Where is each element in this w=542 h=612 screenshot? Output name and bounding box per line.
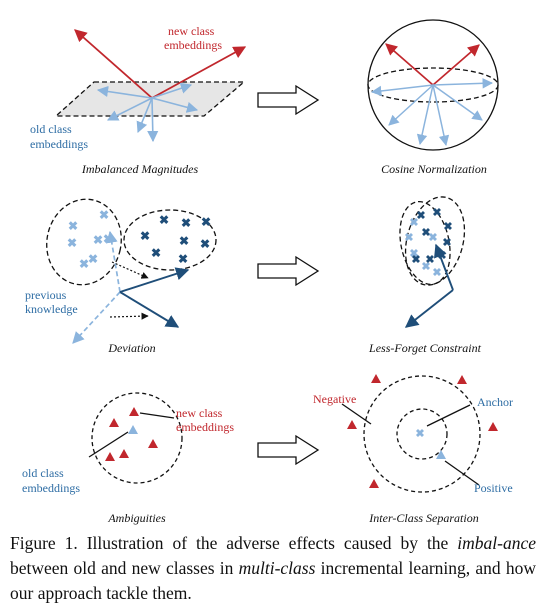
- old-class-label-line1: old class: [30, 122, 72, 136]
- old-class-arrows: [96, 82, 199, 143]
- old-class-sample: [128, 425, 138, 434]
- svg-text:✖: ✖: [93, 233, 103, 247]
- panel-title-ambiguities: Ambiguities: [107, 511, 166, 525]
- deviated-arrows: [119, 267, 190, 328]
- normalized-old-arrows: [370, 78, 494, 147]
- svg-text:✖: ✖: [421, 261, 430, 273]
- svg-text:✖: ✖: [159, 213, 169, 227]
- negative-samples: [347, 374, 498, 488]
- positive-label: Positive: [474, 481, 513, 495]
- panel-less-forget: ✖✖✖ ✖✖✖ ✖✖✖ ✖✖✖ ✖✖ Less-Forget Constrain…: [368, 196, 482, 355]
- caption-middle: between old and new classes in: [10, 558, 239, 578]
- svg-text:✖: ✖: [428, 232, 437, 244]
- svg-text:✖: ✖: [432, 207, 441, 219]
- svg-text:✖: ✖: [411, 254, 420, 266]
- transition-arrow-3: [257, 434, 320, 466]
- svg-text:✖: ✖: [404, 232, 413, 244]
- panel-title-separation: Inter-Class Separation: [368, 511, 478, 525]
- caption-prefix: Figure 1. Illustration of the adverse ef…: [10, 533, 458, 553]
- svg-text:✖: ✖: [200, 237, 210, 251]
- svg-text:✖: ✖: [432, 267, 441, 279]
- new-cluster-boundary: [404, 196, 466, 286]
- panel-deviation: ✖✖✖ ✖✖✖ ✖ ✖✖✖ ✖✖✖ ✖✖ previous knowledge …: [25, 198, 217, 355]
- normalized-new-arrows: [385, 43, 480, 86]
- svg-text:✖: ✖: [181, 216, 191, 230]
- panel-cosine-normalization: Cosine Normalization: [367, 19, 499, 176]
- new-cluster-boundary: [123, 209, 217, 271]
- panel-title-less-forget: Less-Forget Constraint: [368, 341, 482, 355]
- caption-emphasis-imbalance: imbal-ance: [457, 533, 536, 553]
- svg-text:✖: ✖: [88, 252, 98, 266]
- old-class-label-line2: embeddings: [30, 137, 88, 151]
- new-class-label-line2: embeddings: [164, 38, 222, 52]
- old-class-label-line2: embeddings: [22, 481, 80, 495]
- panel-title-cosine: Cosine Normalization: [381, 162, 487, 176]
- transition-arrow-1: [257, 84, 320, 116]
- svg-text:✖: ✖: [179, 234, 189, 248]
- svg-text:✖: ✖: [67, 236, 77, 250]
- svg-text:✖: ✖: [409, 248, 418, 260]
- anchor-sample: ✖: [415, 428, 424, 440]
- previous-label-line1: previous: [25, 288, 67, 302]
- panel-ambiguities: new class embeddings old class embedding…: [22, 392, 234, 525]
- ambiguity-region: [91, 392, 183, 484]
- transition-arrow-2: [257, 255, 320, 287]
- inner-margin: [396, 408, 448, 460]
- figure-diagram: new class embeddings old class embedding…: [22, 19, 513, 525]
- svg-text:✖: ✖: [68, 219, 78, 233]
- pointer-lines: [341, 403, 480, 486]
- old-cluster-boundary: [399, 200, 451, 286]
- panel-title-deviation: Deviation: [107, 341, 155, 355]
- old-cluster-boundary: [46, 198, 122, 286]
- new-class-label-line2: embeddings: [176, 420, 234, 434]
- new-class-label-line1: new class: [176, 406, 223, 420]
- figure-caption: Figure 1. Illustration of the adverse ef…: [10, 531, 536, 606]
- old-samples: ✖✖✖ ✖✖✖: [404, 217, 441, 279]
- panel-imbalanced-magnitudes: new class embeddings old class embedding…: [30, 24, 247, 176]
- sphere-equator: [367, 67, 499, 103]
- anchor-label: Anchor: [477, 395, 513, 409]
- pointer-lines: [88, 412, 175, 458]
- old-samples: ✖✖✖ ✖✖✖ ✖: [67, 208, 113, 271]
- deviation-indicators: [109, 261, 149, 320]
- previous-knowledge-arrows: [72, 230, 121, 344]
- svg-text:✖: ✖: [178, 252, 188, 266]
- svg-text:✖: ✖: [201, 215, 211, 229]
- svg-text:✖: ✖: [421, 227, 430, 239]
- svg-text:✖: ✖: [140, 229, 150, 243]
- svg-text:✖: ✖: [425, 254, 434, 266]
- previous-label-line2: knowledge: [25, 302, 78, 316]
- constrained-arrows: [404, 243, 454, 328]
- new-samples: ✖✖✖ ✖✖✖ ✖✖: [140, 213, 211, 266]
- caption-emphasis-multiclass: multi-class: [238, 558, 316, 578]
- svg-text:✖: ✖: [79, 257, 89, 271]
- panel-inter-class-separation: ✖ Negative Anchor Positive Inter-Class S…: [313, 374, 513, 525]
- svg-text:✖: ✖: [99, 208, 109, 222]
- negative-label: Negative: [313, 392, 356, 406]
- old-class-label-line1: old class: [22, 466, 64, 480]
- new-class-samples: [105, 407, 158, 461]
- positive-sample: [436, 450, 446, 459]
- svg-text:✖: ✖: [409, 217, 418, 229]
- caption-suffix: incremental learning, and how our approa…: [10, 558, 537, 603]
- svg-text:✖: ✖: [416, 210, 425, 222]
- svg-text:✖: ✖: [151, 246, 161, 260]
- new-class-label-line1: new class: [168, 24, 215, 38]
- panel-title-imbalanced: Imbalanced Magnitudes: [81, 162, 199, 176]
- svg-text:✖: ✖: [443, 221, 452, 233]
- outer-margin: [363, 375, 481, 493]
- new-class-arrows: [74, 29, 247, 99]
- svg-text:✖: ✖: [442, 237, 451, 249]
